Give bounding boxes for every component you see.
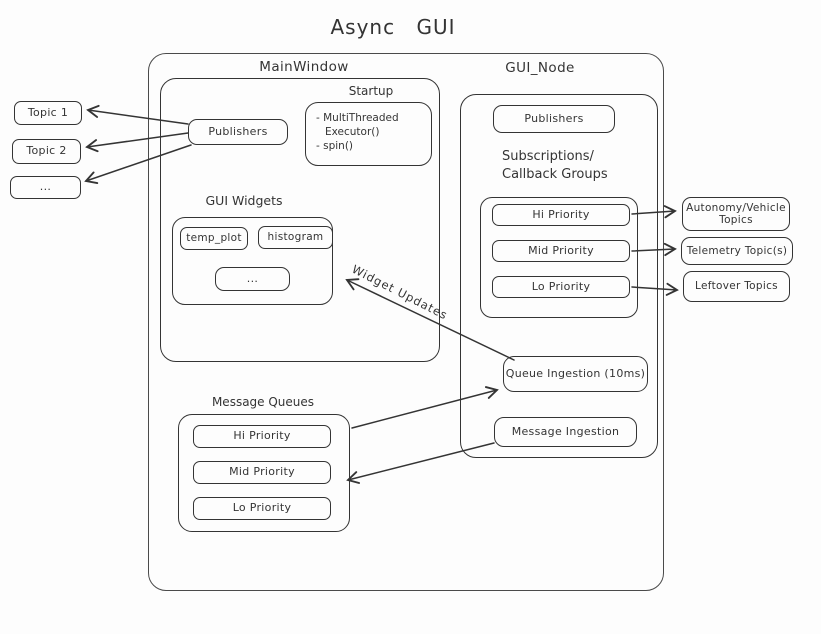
gui-node-box	[460, 94, 658, 458]
startup-box: - MultiThreaded Executor() - spin()	[305, 102, 432, 166]
topic-etc-label: ...	[39, 180, 52, 194]
sub-lo-priority-box: Lo Priority	[492, 276, 630, 298]
leftover-topics-label: Leftover Topics	[695, 280, 778, 293]
mq-lo-priority-label: Lo Priority	[232, 501, 292, 515]
mq-hi-priority-label: Hi Priority	[233, 429, 291, 443]
outer-process-box	[148, 53, 664, 591]
topic-1-box: Topic 1	[14, 101, 82, 125]
gui-node-publishers-box: Publishers	[493, 105, 615, 133]
mq-mid-priority-box: Mid Priority	[193, 461, 331, 484]
gui-node-label: GUI_Node	[505, 60, 575, 76]
message-ingestion-box: Message Ingestion	[494, 417, 637, 447]
widget-etc-label: ...	[246, 271, 259, 285]
telemetry-topics-label: Telemetry Topic(s)	[686, 244, 788, 257]
sub-mid-priority-label: Mid Priority	[528, 243, 594, 257]
topic-1-label: Topic 1	[27, 105, 69, 119]
sub-hi-priority-label: Hi Priority	[532, 207, 590, 221]
topic-etc-box: ...	[10, 176, 81, 199]
sub-hi-priority-box: Hi Priority	[492, 204, 630, 226]
subscriptions-label-line2: Callback Groups	[502, 166, 608, 182]
mainwindow-publishers-label: Publishers	[208, 124, 268, 138]
startup-line: - spin()	[316, 140, 354, 153]
autonomy-topics-label: Autonomy/Vehicle Topics	[686, 201, 786, 226]
widget-etc-box: ...	[215, 267, 290, 291]
subscriptions-label: Subscriptions/ Callback Groups	[502, 148, 608, 183]
sub-lo-priority-label: Lo Priority	[531, 279, 591, 293]
startup-line: - MultiThreaded	[316, 112, 399, 124]
mainwindow-box	[160, 78, 440, 362]
topic-2-box: Topic 2	[12, 139, 81, 164]
gui-node-publishers-label: Publishers	[524, 111, 584, 125]
subscriptions-label-line1: Subscriptions/	[502, 149, 594, 164]
topic-2-label: Topic 2	[26, 144, 67, 158]
gui-widgets-label: GUI Widgets	[205, 193, 283, 208]
widget-histogram-box: histogram	[258, 226, 333, 249]
startup-line: Executor()	[325, 126, 380, 139]
mq-hi-priority-box: Hi Priority	[193, 425, 331, 448]
autonomy-topics-box: Autonomy/Vehicle Topics	[682, 197, 790, 231]
widget-histogram-label: histogram	[267, 231, 324, 244]
startup-label: Startup	[348, 84, 394, 98]
queue-ingestion-box: Queue Ingestion (10ms)	[503, 356, 648, 392]
message-queues-label: Message Queues	[211, 395, 315, 409]
mainwindow-label: MainWindow	[259, 59, 349, 75]
mq-mid-priority-label: Mid Priority	[229, 465, 295, 479]
widget-temp-plot-label: temp_plot	[186, 232, 242, 245]
gui-widgets-container	[172, 217, 333, 305]
widget-temp-plot-box: temp_plot	[180, 227, 248, 250]
diagram-title: Async GUI	[330, 15, 456, 39]
queue-ingestion-label: Queue Ingestion (10ms)	[505, 366, 646, 380]
message-ingestion-label: Message Ingestion	[511, 424, 620, 438]
mq-lo-priority-box: Lo Priority	[193, 497, 331, 520]
subscriptions-container	[480, 197, 638, 318]
leftover-topics-box: Leftover Topics	[683, 271, 790, 302]
mainwindow-publishers-box: Publishers	[188, 119, 288, 145]
sub-mid-priority-box: Mid Priority	[492, 240, 630, 262]
telemetry-topics-box: Telemetry Topic(s)	[681, 237, 793, 265]
